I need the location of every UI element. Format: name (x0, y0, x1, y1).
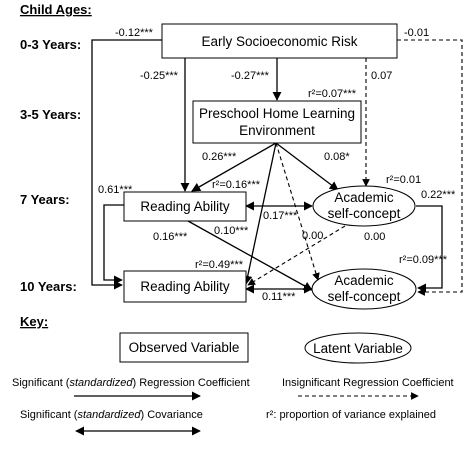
node-ra7 (123, 191, 247, 222)
path-asc7-to-ra10 (247, 225, 346, 286)
node-asc7-label-1: Academic (334, 190, 394, 205)
node-asc10 (311, 268, 417, 310)
node-ra10-label: Reading Ability (140, 279, 230, 294)
age-label-7: 7 Years: (20, 192, 70, 207)
r2-ra7: r²=0.16*** (212, 179, 261, 191)
node-ra7-label: Reading Ability (140, 199, 230, 214)
path-phle-to-ra10 (243, 142, 277, 285)
path-phle-to-ra7 (191, 142, 277, 192)
node-phle-label-2: Environment (239, 123, 315, 138)
coef-ses-asc10: -0.01 (404, 27, 429, 39)
r2-asc10: r²=0.09*** (399, 254, 448, 266)
age-label-10: 10 Years: (20, 279, 77, 294)
path-ses-to-ra10 (91, 39, 162, 290)
node-asc7-label-2: self-concept (328, 206, 401, 221)
path-ra7-to-asc10 (187, 220, 313, 291)
path-asc7-to-asc10 (416, 205, 443, 293)
node-asc10-label-2: self-concept (328, 289, 401, 304)
path-phle-to-asc7 (275, 142, 339, 191)
key-heading: Key: (20, 314, 48, 329)
node-asc7 (312, 185, 416, 227)
key-latent-ellipse (304, 332, 412, 364)
key-r2-label: r²: proportion of variance explained (266, 409, 436, 421)
coef-ses-ra10: -0.12*** (115, 27, 154, 39)
key-observed-label: Observed Variable (129, 340, 240, 355)
node-ses-label: Early Socioeconomic Risk (201, 34, 357, 49)
r2-asc7: r²=0.01 (386, 174, 421, 186)
child-ages-heading: Child Ages: (20, 2, 92, 17)
coef-asc7-ra10: 0.00 (364, 231, 385, 243)
key-sig-covariance-label: Significant (standardized) Covariance (20, 409, 203, 421)
node-ses (161, 23, 398, 59)
path-ra7-to-ra10 (103, 204, 124, 285)
r2-ra10: r²=0.49*** (195, 259, 244, 271)
key-latent-label: Latent Variable (313, 341, 403, 356)
coef-ra7-asc10: 0.16*** (153, 231, 188, 243)
key-sig-regression-label: Significant (standardized) Regression Co… (12, 377, 250, 389)
age-label-0-3: 0-3 Years: (20, 37, 81, 52)
coef-ses-phle: -0.27*** (231, 70, 270, 82)
coef-phle-asc7: 0.08* (324, 151, 350, 163)
path-phle-to-asc10 (275, 142, 320, 281)
key-insig-regression-label: Insignificant Regression Coefficient (282, 377, 454, 389)
node-phle (192, 100, 362, 144)
r2-phle: r²=0.07*** (308, 88, 357, 100)
age-label-3-5: 3-5 Years: (20, 107, 81, 122)
coef-phle-asc10: 0.00 (302, 230, 323, 242)
coef-ra10-asc10-cov: 0.11*** (262, 291, 296, 303)
coef-phle-ra7: 0.26*** (202, 151, 237, 163)
node-ra10 (123, 270, 247, 303)
key-observed-box (119, 332, 249, 363)
coef-ra7-ra10: 0.61*** (98, 184, 133, 196)
path-ses-to-asc10 (397, 39, 463, 296)
node-asc10-label-1: Academic (334, 273, 394, 288)
node-phle-label-1: Preschool Home Learning (199, 106, 355, 121)
coef-ses-asc7: 0.07 (371, 70, 392, 82)
coef-ses-ra7: -0.25*** (140, 70, 179, 82)
coef-ra7-asc7-cov: 0.17*** (263, 210, 298, 222)
coef-asc7-asc10: 0.22*** (421, 189, 456, 201)
coef-phle-ra10: 0.10*** (214, 225, 249, 237)
